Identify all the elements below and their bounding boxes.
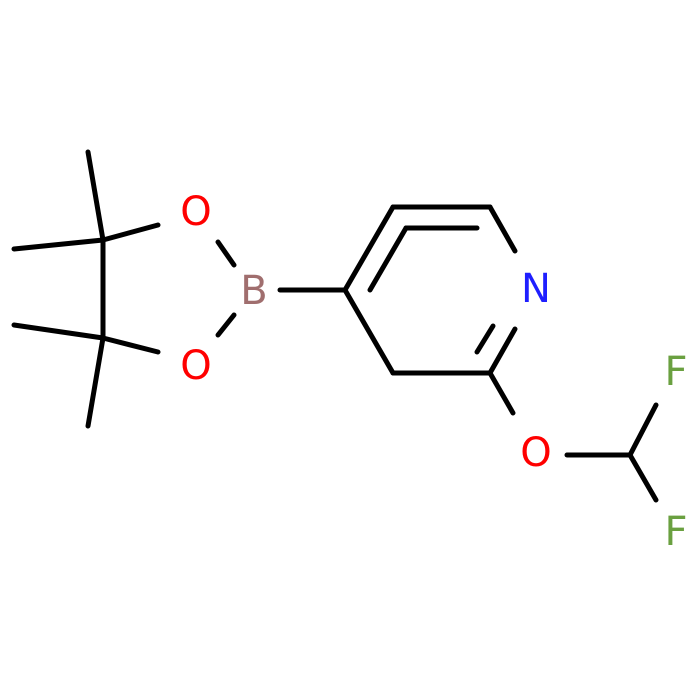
bond-c2-methyl-bottom <box>85 335 106 429</box>
bond-chf2-f-upper <box>627 402 659 458</box>
bond-n-c2-inner <box>474 323 496 355</box>
atom-fluorine-upper: F <box>664 349 687 395</box>
bond-c1-methyl-left <box>11 237 106 252</box>
atom-oxygen-ether: O <box>520 430 551 476</box>
bond-c2-o-ether <box>487 370 516 416</box>
bond-o-upper-b <box>215 239 237 268</box>
atom-oxygen-lower: O <box>180 343 211 389</box>
atom-nitrogen: N <box>521 266 551 312</box>
bond-c3-c4 <box>342 287 396 376</box>
atom-fluorine-lower: F <box>664 509 687 555</box>
bond-n-c2 <box>487 326 518 376</box>
bond-c2-o-lower <box>100 335 161 355</box>
bond-c4-c5-inner <box>367 225 409 293</box>
bond-o-lower-b <box>215 312 237 338</box>
bond-c4-c5 <box>342 204 396 293</box>
bond-c1-methyl-top <box>85 149 106 243</box>
bond-chf2-f-lower <box>627 452 659 503</box>
bond-c1-o-upper <box>100 222 161 243</box>
bond-c2-methyl-left <box>11 322 106 341</box>
atom-oxygen-upper: O <box>180 189 211 235</box>
bond-c6-n <box>487 204 518 254</box>
atom-boron: B <box>240 268 267 314</box>
